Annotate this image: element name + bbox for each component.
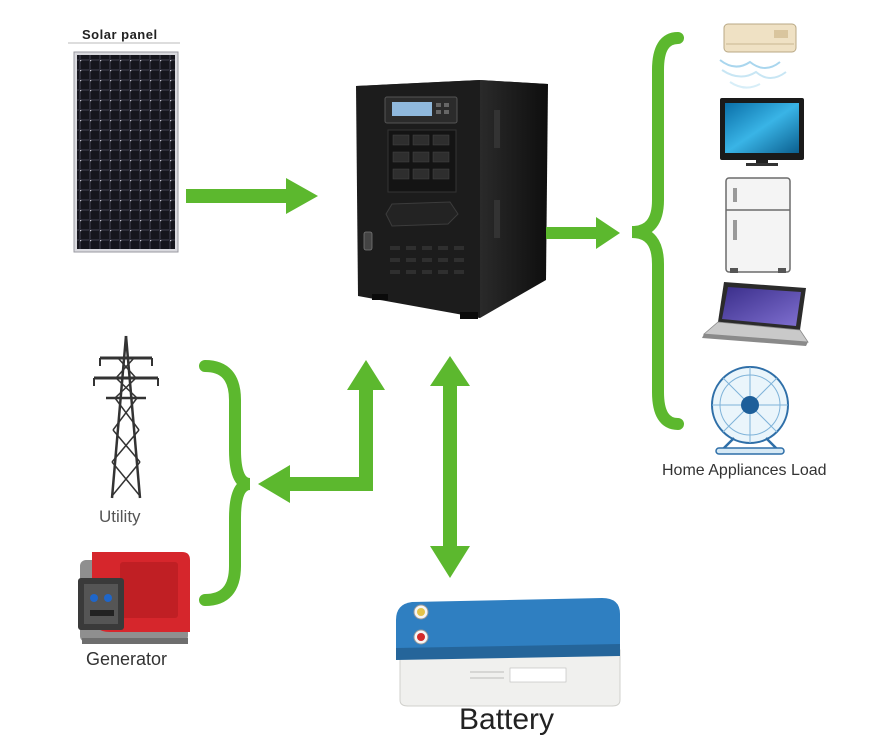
battery-label: Battery bbox=[459, 703, 555, 736]
air-conditioner-icon bbox=[719, 23, 797, 89]
generator-icon bbox=[78, 552, 190, 644]
refrigerator-icon bbox=[725, 177, 791, 273]
fan-icon bbox=[711, 366, 789, 455]
load-text: Load bbox=[790, 462, 827, 479]
battery-icon bbox=[396, 598, 621, 707]
battery-inverter-arrow bbox=[430, 356, 470, 578]
power-tower-icon bbox=[93, 335, 159, 499]
home-appliances-load-label: Home Appliances Load bbox=[662, 462, 827, 480]
solar-panel-icon bbox=[68, 42, 180, 253]
tv-icon bbox=[720, 98, 804, 166]
solar-to-inverter-arrow bbox=[186, 178, 318, 214]
laptop-icon bbox=[702, 282, 809, 346]
inverter-to-load-arrow bbox=[546, 217, 620, 249]
solar-panel-label: Solar panel bbox=[82, 27, 158, 42]
home-appliances-text: Home Appliances bbox=[662, 462, 787, 479]
source-brace bbox=[199, 360, 251, 606]
generator-label: Generator bbox=[86, 649, 168, 669]
grid-to-inverter-arrow bbox=[258, 360, 385, 503]
inverter-icon bbox=[356, 80, 548, 319]
utility-label: Utility bbox=[99, 507, 141, 526]
load-brace bbox=[631, 32, 684, 430]
